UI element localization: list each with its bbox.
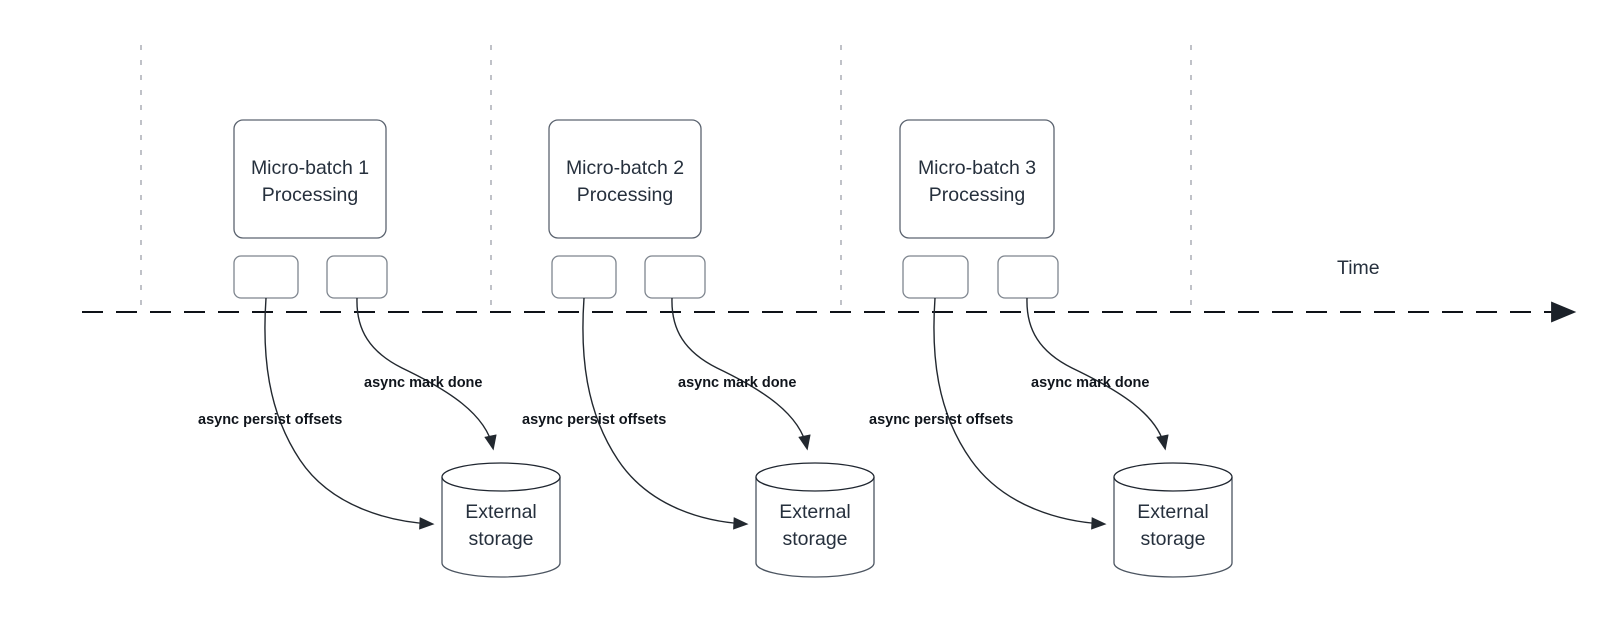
micro-batch-1-processing-line1: Micro-batch 1 (251, 157, 369, 179)
task-box-markdone-2[interactable] (644, 255, 706, 299)
external-storage-1-body (441, 477, 561, 578)
edge-async-mark-done-3-label: async mark done (1031, 375, 1149, 391)
group-2 (548, 119, 875, 578)
group-1 (233, 119, 561, 578)
external-storage-3-top (1113, 462, 1233, 492)
external-storage-2-top (755, 462, 875, 492)
external-storage-1-top (441, 462, 561, 492)
edge-async-persist-offsets-3-label: async persist offsets (869, 412, 1013, 428)
edge-async-mark-done-3 (1026, 297, 1169, 451)
micro-batch-3-processing[interactable] (899, 119, 1055, 239)
edge-async-mark-done-2 (671, 297, 811, 451)
external-storage-2-line1: External (779, 501, 851, 523)
micro-batch-2-processing-line2: Processing (577, 184, 673, 206)
nodes-and-edges-group (233, 119, 1233, 578)
edge-async-persist-offsets-1 (264, 297, 435, 530)
edge-async-mark-done-2-label: async mark done (678, 375, 796, 391)
external-storage-1-line1: External (465, 501, 537, 523)
micro-batch-1-processing[interactable] (233, 119, 387, 239)
edge-async-mark-done-1-label: async mark done (364, 375, 482, 391)
micro-batch-2-processing-line1: Micro-batch 2 (566, 157, 684, 179)
external-storage-3-body (1113, 477, 1233, 578)
edge-async-persist-offsets-2 (582, 297, 749, 530)
external-storage-2-line2: storage (782, 528, 847, 550)
edge-async-persist-offsets-3 (933, 297, 1107, 530)
external-storage-2-body (755, 477, 875, 578)
task-box-markdone-3[interactable] (997, 255, 1059, 299)
external-storage-1-line2: storage (468, 528, 533, 550)
edge-async-persist-offsets-2-label: async persist offsets (522, 412, 666, 428)
micro-batch-3-processing-line2: Processing (929, 184, 1025, 206)
group-3 (899, 119, 1233, 578)
micro-batch-1-processing-line2: Processing (262, 184, 358, 206)
edge-async-mark-done-1 (356, 297, 497, 451)
time-axis-label: Time (1337, 257, 1380, 279)
micro-batch-2-processing[interactable] (548, 119, 702, 239)
external-storage-3-line2: storage (1140, 528, 1205, 550)
external-storage-3-line1: External (1137, 501, 1209, 523)
edge-async-persist-offsets-1-label: async persist offsets (198, 412, 342, 428)
micro-batch-3-processing-line1: Micro-batch 3 (918, 157, 1036, 179)
task-box-persist-3[interactable] (902, 255, 969, 299)
